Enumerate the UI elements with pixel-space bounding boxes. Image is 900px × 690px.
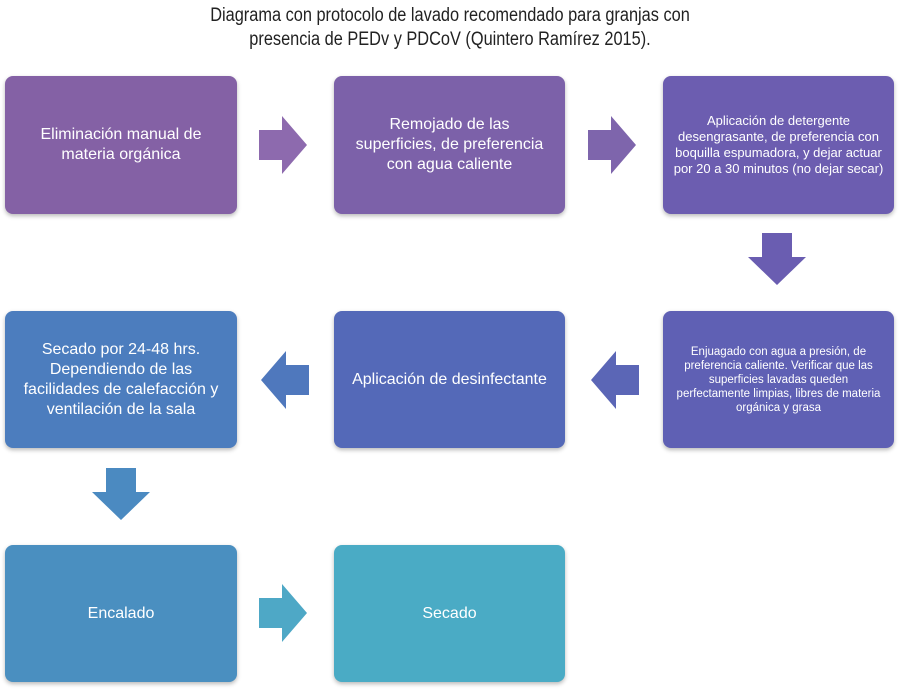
step-4-box: Enjuagado con agua a presión, de prefere…	[663, 311, 894, 448]
arrow-right-icon	[588, 116, 636, 174]
arrow-left-icon	[261, 351, 309, 409]
step-3-box: Aplicación de detergente desengrasante, …	[663, 76, 894, 214]
arrow-right-icon	[259, 584, 307, 642]
step-1-box: Eliminación manual de materia orgánica	[5, 76, 237, 214]
arrow-right-icon	[259, 116, 307, 174]
arrow-down-icon	[92, 468, 150, 520]
step-5-box: Aplicación de desinfectante	[334, 311, 565, 448]
step-7-box: Encalado	[5, 545, 237, 682]
diagram-title: Diagrama con protocolo de lavado recomen…	[63, 4, 837, 52]
arrow-down-icon	[748, 233, 806, 285]
step-6-box: Secado por 24-48 hrs. Dependiendo de las…	[5, 311, 237, 448]
title-line-1: Diagrama con protocolo de lavado recomen…	[210, 5, 690, 26]
step-8-box: Secado	[334, 545, 565, 682]
title-line-2: presencia de PEDv y PDCoV (Quintero Ramí…	[249, 29, 651, 50]
step-2-box: Remojado de las superficies, de preferen…	[334, 76, 565, 214]
arrow-left-icon	[591, 351, 639, 409]
